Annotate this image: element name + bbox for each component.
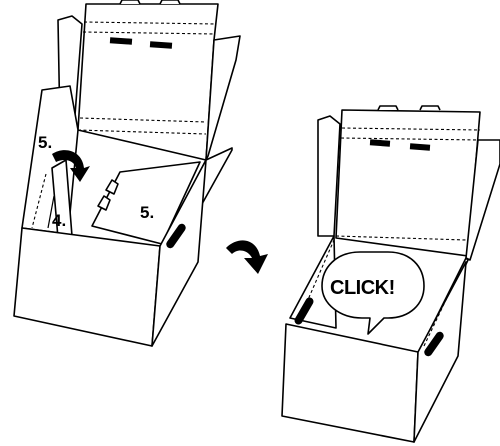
right-fold-right <box>423 261 465 347</box>
left-box: 5. 4. 5. <box>13 0 241 347</box>
label-step-5-top: 5. <box>38 133 52 152</box>
left-lid-tab-1 <box>119 0 141 5</box>
right-lid-tab-1 <box>377 105 399 111</box>
right-lid-slot-2 <box>409 143 431 151</box>
next-step-arrow <box>226 240 268 274</box>
left-lid-fold-2 <box>82 31 216 35</box>
left-side-flap-right <box>205 35 241 161</box>
left-lid-slot-2 <box>149 41 173 49</box>
left-lid-fold-3 <box>79 117 207 123</box>
right-box-handle-right <box>424 331 444 357</box>
left-box-front <box>13 227 161 347</box>
right-lid-fold-2 <box>340 137 480 141</box>
left-lid-tab-2 <box>159 0 181 5</box>
click-text: CLICK! <box>330 277 395 299</box>
left-box-side <box>151 159 207 347</box>
right-box: CLICK! <box>281 105 500 443</box>
label-step-5-flap: 5. <box>140 203 154 222</box>
right-back-lid <box>335 109 481 257</box>
left-lid-slot-1 <box>109 37 133 45</box>
left-curved-arrow <box>52 150 90 182</box>
right-lid-fold-1 <box>341 127 481 131</box>
left-back-lid <box>77 3 219 161</box>
left-flap-5-notch-2 <box>105 179 119 195</box>
click-bubble <box>321 251 425 335</box>
left-lid-fold-1 <box>83 21 217 25</box>
right-lid-slot-1 <box>369 139 391 147</box>
right-box-front <box>281 323 419 443</box>
right-box-handle-left <box>294 297 314 325</box>
right-lid-tab-2 <box>419 105 441 111</box>
right-side-flap-right <box>465 139 500 261</box>
left-box-handle <box>166 223 186 249</box>
left-flap-5-notch-1 <box>97 195 111 211</box>
left-lid-fold-4 <box>77 129 207 135</box>
label-step-4: 4. <box>52 211 66 230</box>
right-side-flap-left <box>317 115 341 237</box>
left-tab-4-edge <box>47 195 55 229</box>
right-box-side <box>413 261 467 443</box>
left-inner-fold <box>31 173 47 229</box>
